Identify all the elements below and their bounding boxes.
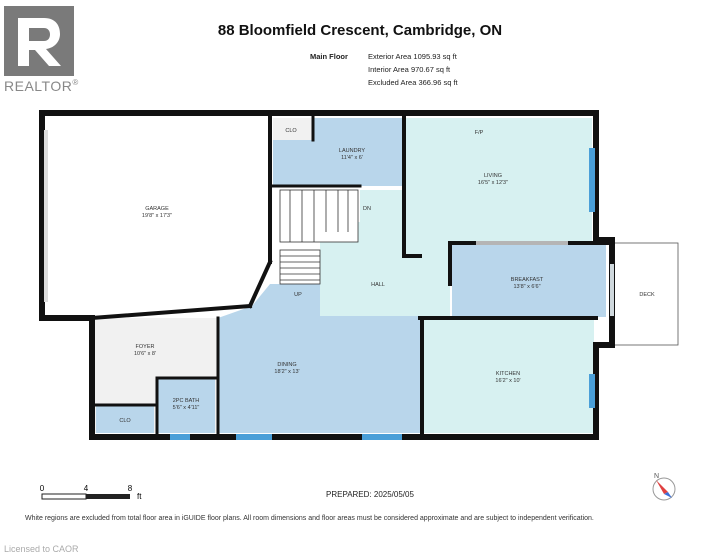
dining-label: DINING [277,362,296,368]
compass: N [652,473,676,501]
realtor-logo: REALTOR® [0,0,90,100]
excluded-area: Excluded Area 366.96 sq ft [368,78,458,87]
exterior-area: Exterior Area 1095.93 sq ft [368,52,457,61]
closet-top-label: CLO [285,128,297,134]
bath-dims: 5'6" x 4'11" [173,405,200,411]
stairs-up-label: UP [294,292,302,298]
realtor-wordmark: REALTOR® [4,78,79,94]
closet-top-area [273,118,313,140]
closet-bottom-label: CLO [119,418,131,424]
hall-label: HALL [371,282,385,288]
kitchen-area [424,318,594,433]
hall-area [320,190,450,316]
breakfast-label: BREAKFAST [511,277,544,283]
windows [44,130,614,440]
garage-dims: 19'8" x 17'3" [142,213,172,219]
scale-bar: 0 4 8 ft [40,484,142,501]
laundry-label: LAUNDRY [339,148,366,154]
scale-tick-4: 4 [84,484,89,493]
bath-area [157,378,215,433]
interior-area: Interior Area 970.67 sq ft [368,65,451,74]
deck-label: DECK [639,292,655,298]
compass-north-label: N [654,473,659,480]
stairs-down-label: DN [363,206,371,212]
closet-bottom-area [96,405,154,433]
garage-label: GARAGE [145,206,169,212]
foyer-label: FOYER [136,344,155,350]
living-area [404,118,592,256]
fireplace-label: F/P [475,130,484,136]
realtor-logo-icon [4,6,74,76]
foyer-dims: 10'6" x 8' [134,351,156,357]
breakfast-area [452,243,606,317]
scale-tick-8: 8 [128,484,133,493]
realtor-r-icon [4,6,74,76]
license-text: Licensed to CAOR [4,544,79,554]
garage-area [44,116,270,310]
scale-unit: ft [137,492,142,501]
page-title: 88 Bloomfield Crescent, Cambridge, ON [217,22,503,39]
deck-outline [613,242,679,346]
laundry-dims: 11'4" x 6' [341,155,363,161]
bath-label: 2PC BATH [173,398,200,404]
scale-tick-0: 0 [40,484,45,493]
living-label: LIVING [484,173,502,179]
disclaimer-text: White regions are excluded from total fl… [25,515,594,522]
floor-label: Main Floor [310,52,348,61]
living-dims: 16'5" x 12'3" [478,180,508,186]
kitchen-dims: 16'2" x 10' [495,378,520,384]
dining-area [218,284,420,433]
kitchen-label: KITCHEN [496,371,520,377]
prepared-date: PREPARED: 2025/05/05 [326,490,414,499]
staircase [279,189,359,285]
breakfast-dims: 13'8" x 6'6" [513,284,540,290]
compass-needle-icon [656,480,668,494]
dining-dims: 18'2" x 13' [274,369,299,375]
